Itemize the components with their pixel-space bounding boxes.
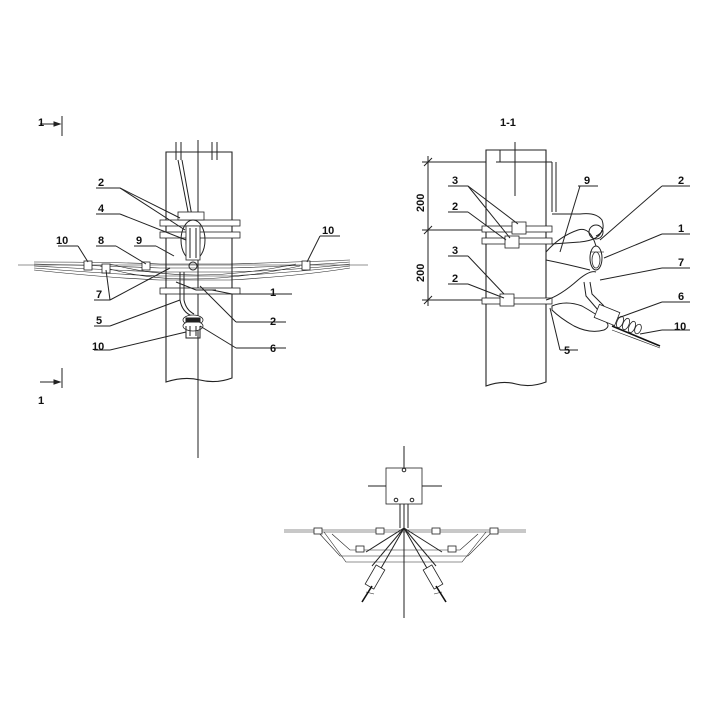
pole-plate-top: [385, 467, 423, 505]
insulator-section: [616, 315, 642, 335]
labels-front: 2 4 10 8 9 10 7 1 5 2 6 10: [56, 177, 334, 355]
section-mark-label-top: 1: [38, 117, 44, 129]
label-front-4: 4: [98, 203, 105, 215]
label-front-8: 8: [98, 235, 104, 247]
label-section-3-top: 3: [452, 175, 458, 187]
label-section-2-right: 2: [678, 175, 684, 187]
hook-section: [545, 213, 604, 301]
front-view: 1 1: [18, 116, 368, 458]
label-section-9: 9: [584, 175, 590, 187]
section-mark-top: 1: [38, 116, 63, 136]
label-section-3-bottom: 3: [452, 245, 458, 257]
anchor-hook-front: [180, 219, 206, 271]
leaders-section: [448, 185, 690, 351]
label-front-10-right: 10: [322, 225, 334, 237]
pole-front: [165, 140, 233, 458]
pole-bands-section: [481, 221, 553, 307]
section-view: 1-1 200 200: [415, 117, 690, 387]
label-section-7: 7: [678, 257, 684, 269]
label-front-10-left: 10: [56, 235, 68, 247]
section-mark-bottom: 1: [38, 368, 63, 407]
top-view: [284, 446, 526, 618]
label-front-10-bottom: 10: [92, 341, 104, 353]
labels-section: 3 2 9 2 1 7 3 2 6 10 5: [452, 175, 686, 357]
label-section-10: 10: [674, 321, 686, 333]
droppers-top: [365, 527, 443, 571]
dimension-lower: 200: [415, 264, 427, 282]
label-section-5: 5: [564, 345, 570, 357]
label-section-6: 6: [678, 291, 684, 303]
dimension-upper: 200: [415, 194, 427, 212]
conductors-top: [284, 527, 526, 563]
label-section-1: 1: [678, 223, 684, 235]
label-section-2-bottom: 2: [452, 273, 458, 285]
strain-clamp-front: [175, 272, 216, 339]
label-section-2-top: 2: [452, 201, 458, 213]
label-front-7: 7: [96, 289, 102, 301]
section-mark-label-bottom: 1: [38, 395, 44, 407]
label-front-2-top: 2: [98, 177, 104, 189]
dimension-lines: 200 200: [415, 156, 486, 306]
pole-section: [485, 142, 557, 387]
strain-clamp-section: [551, 251, 661, 349]
insulators-top: [361, 564, 447, 603]
label-front-6: 6: [270, 343, 276, 355]
label-front-1: 1: [270, 287, 276, 299]
section-title: 1-1: [500, 117, 516, 129]
label-front-5: 5: [96, 315, 102, 327]
leaders-front: [58, 187, 340, 351]
label-front-2-bottom: 2: [270, 316, 276, 328]
label-front-9: 9: [136, 235, 142, 247]
